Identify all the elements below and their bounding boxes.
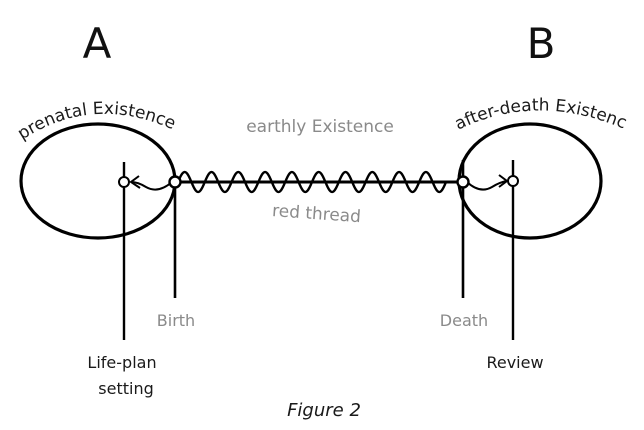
heading-b: B <box>527 19 556 68</box>
afterdeath-connector-arrow <box>466 180 508 191</box>
prenatal-ellipse <box>19 122 177 240</box>
prenatal-connector-arrow <box>130 181 173 191</box>
lifeplan-label-line1: Life-plan <box>87 353 156 372</box>
heading-a: A <box>83 19 112 68</box>
earthly-existence-label: earthly Existence <box>246 117 394 137</box>
review-node <box>507 175 519 187</box>
review-label: Review <box>486 353 543 372</box>
red-thread-text: red thread <box>271 201 361 227</box>
prenatal-arrowhead <box>129 175 141 189</box>
figure-caption: Figure 2 <box>287 400 361 421</box>
red-thread-wave <box>176 170 460 194</box>
birth-node <box>168 175 182 189</box>
birth-label: Birth <box>157 311 195 330</box>
afterdeath-ellipse <box>457 122 603 240</box>
death-node <box>456 175 470 189</box>
prenatal-existence-text: prenatal Existence <box>14 99 178 144</box>
lifeplan-label-line2: setting <box>98 379 153 398</box>
lifeplan-node <box>118 176 130 188</box>
red-thread-label: red thread <box>271 201 361 227</box>
death-label: Death <box>440 311 488 330</box>
prenatal-existence-label: prenatal Existence <box>14 99 178 144</box>
